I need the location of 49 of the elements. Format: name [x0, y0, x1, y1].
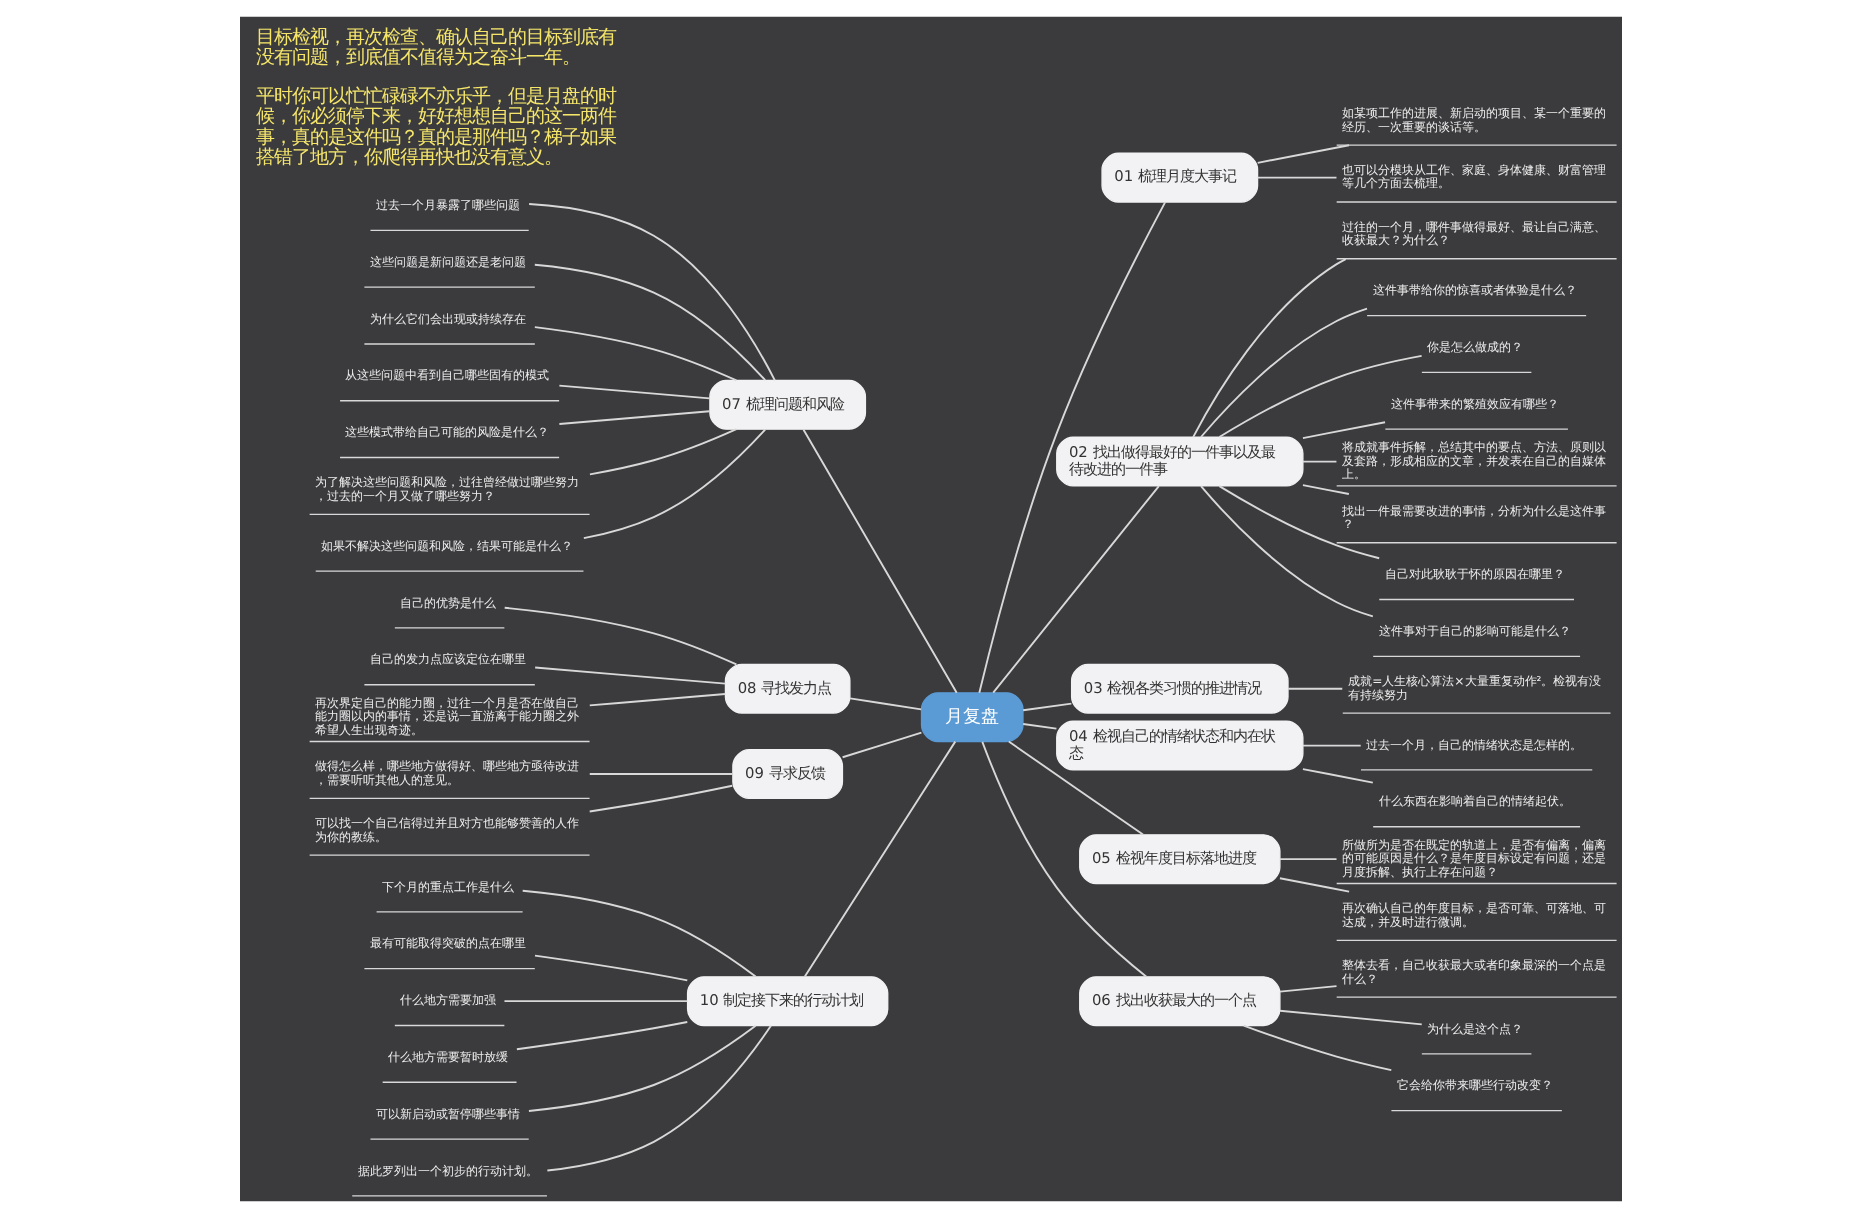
- connector: [515, 1021, 689, 1051]
- connector: [802, 428, 958, 694]
- connector: [521, 889, 757, 978]
- label: 平时你可以忙忙碌碌不亦乐乎，但是月盘的时候，你必须停下来，好好想想自己的这一两件事，真的是这件吗？真的是那件吗？梯子如果搭错了地方，你爬得再快也没有意义。: [256, 86, 617, 170]
- connector: [503, 606, 738, 666]
- connector: [1301, 768, 1374, 784]
- connector: [1278, 877, 1351, 893]
- connector: [533, 263, 767, 382]
- connector: [558, 384, 711, 400]
- connector: [1301, 744, 1362, 747]
- connector: [582, 428, 767, 540]
- connector: [1022, 723, 1058, 730]
- connector: [1242, 1024, 1393, 1072]
- connector: [981, 740, 1148, 978]
- connector: [527, 1024, 757, 1112]
- connector: [534, 666, 727, 685]
- connector: [1278, 985, 1338, 993]
- connector: [849, 697, 923, 711]
- connector: [1301, 484, 1350, 495]
- connector: [1256, 176, 1338, 179]
- connector: [1192, 258, 1347, 438]
- connector: [1287, 687, 1344, 690]
- connector: [1022, 702, 1073, 712]
- connector: [1301, 421, 1386, 440]
- connector: [533, 326, 738, 382]
- connector: [588, 784, 734, 813]
- node-box: 月复盘: [920, 692, 1024, 743]
- connector: [1218, 354, 1423, 438]
- label: 目标检视，再次检查、确认自己的目标到底有没有问题，到底值不值得为之奋斗一年。: [256, 26, 617, 69]
- connector: [1256, 144, 1350, 164]
- connector: [589, 428, 738, 476]
- connector: [534, 954, 689, 982]
- connector: [803, 740, 957, 978]
- connector: [546, 1024, 772, 1172]
- connector: [528, 203, 776, 382]
- connector: [1200, 485, 1374, 618]
- connector: [588, 773, 734, 775]
- connector: [1218, 485, 1381, 560]
- connector: [503, 1000, 689, 1003]
- connector: [978, 201, 1167, 694]
- connector: [841, 731, 923, 759]
- connector: [1007, 740, 1144, 836]
- connector: [992, 485, 1160, 694]
- connector: [558, 410, 711, 425]
- connector: [1278, 1009, 1423, 1026]
- connector: [1301, 460, 1338, 463]
- connector: [588, 693, 727, 707]
- connector: [1278, 858, 1338, 861]
- connector: [1200, 307, 1368, 438]
